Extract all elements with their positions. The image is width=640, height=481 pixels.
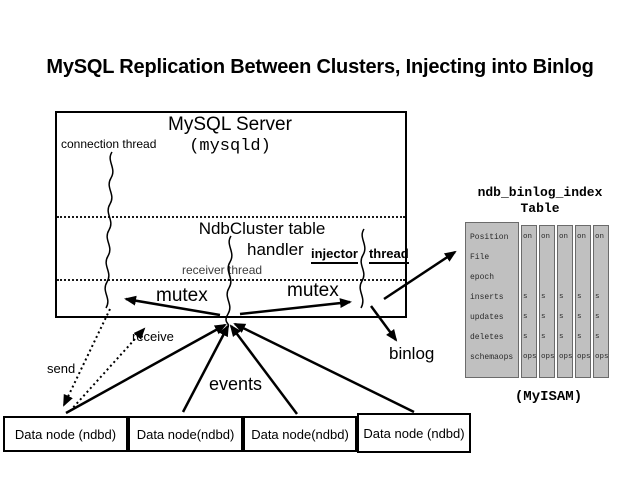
index-stack-cell: ops [559, 353, 572, 361]
index-stack-cell: s [541, 293, 546, 301]
index-stack-cell [576, 273, 590, 293]
data-node-4: Data node (ndbd) [357, 413, 471, 453]
index-stack-cell: s [559, 293, 564, 301]
connection-thread-label: connection thread [61, 137, 157, 151]
index-stack-cell: s [595, 313, 600, 321]
index-stack-strip: on s s s ops [593, 225, 609, 378]
index-stack-cell: s [595, 293, 600, 301]
events-arrow-node2 [181, 324, 230, 413]
binlog-index-table-title: ndb_binlog_index Table [462, 185, 618, 217]
receive-label: receive [132, 329, 174, 344]
data-node-1: Data node (ndbd) [3, 416, 128, 452]
events-arrow-node3 [229, 324, 298, 415]
index-stack-cell [540, 253, 554, 273]
index-stack-cell [576, 253, 590, 273]
index-table-row-label: schemaops [470, 353, 514, 362]
index-stack-cell: s [595, 333, 600, 341]
index-stack-cell [594, 273, 608, 293]
injector-thread-word1: injector [311, 246, 358, 264]
index-stack-cell: s [559, 333, 564, 341]
injector-thread-label: injector thread [311, 246, 409, 264]
index-table-row-label: deletes [470, 333, 504, 342]
binlog-index-table-title-line2: Table [520, 201, 560, 216]
data-node-2-label: Data node(ndbd) [136, 426, 235, 442]
index-stack-cell: s [523, 333, 528, 341]
index-stack-cell: ops [577, 353, 590, 361]
index-table-row-label: File [470, 253, 490, 262]
index-stack-cell: ops [595, 353, 608, 361]
server-section-divider-top [57, 216, 405, 218]
index-stack-cell [594, 253, 608, 273]
index-table-row-label: epoch [470, 273, 495, 282]
index-stack-strip: on s s s ops [539, 225, 555, 378]
binlog-label: binlog [389, 344, 435, 363]
ndbcluster-handler-title-line2: handler [247, 240, 304, 259]
index-stack-cell: s [523, 293, 528, 301]
index-stack-cell: s [559, 313, 564, 321]
server-section-divider-bottom [57, 279, 405, 281]
ndbcluster-handler-title-line1: NdbCluster table [198, 219, 326, 238]
events-arrow-node4 [233, 322, 415, 414]
index-stack-cell [558, 253, 572, 273]
index-stack-cell [522, 273, 536, 293]
index-stack-cell: s [577, 333, 582, 341]
storage-engine-label: (MyISAM) [514, 389, 583, 405]
server-title: MySQL Server [168, 114, 292, 135]
index-stack-strip: on s s s ops [521, 225, 537, 378]
index-table-row-label: updates [470, 313, 504, 322]
data-node-3-label: Data node(ndbd) [251, 426, 349, 442]
index-table-row-label: inserts [470, 293, 504, 302]
mutex-right-label: mutex [287, 280, 339, 301]
index-stack-cell [540, 273, 554, 293]
page-title: MySQL Replication Between Clusters, Inje… [46, 56, 594, 78]
index-stack-strip: on s s s ops [575, 225, 591, 378]
data-node-1-label: Data node (ndbd) [14, 426, 117, 442]
index-stack-cell: s [577, 293, 582, 301]
index-stack-cell: s [541, 313, 546, 321]
send-label: send [47, 361, 76, 376]
mutex-left-label: mutex [156, 285, 208, 306]
index-stack-cell: ops [523, 353, 536, 361]
index-stack-cell: on [559, 233, 569, 241]
server-process-name: (mysqld) [189, 137, 271, 156]
index-stack-cell: s [577, 313, 582, 321]
index-stack-cell: ops [541, 353, 554, 361]
index-stack-cell: s [541, 333, 546, 341]
index-stack-strip: on s s s ops [557, 225, 573, 378]
injector-thread-word2: thread [368, 246, 409, 264]
index-stack-cell: on [577, 233, 587, 241]
index-table-row-label: Position [470, 233, 509, 242]
index-stack-cell: on [541, 233, 551, 241]
binlog-index-table-title-line1: ndb_binlog_index [477, 185, 603, 200]
events-label: events [209, 374, 263, 394]
receiver-thread-label: receiver thread [182, 263, 263, 277]
index-stack-cell [558, 273, 572, 293]
send-arrow [63, 308, 111, 407]
data-node-4-label: Data node (ndbd) [363, 425, 465, 441]
index-stack-cell: on [595, 233, 605, 241]
data-node-2: Data node(ndbd) [128, 416, 243, 452]
index-stack-cell: s [523, 313, 528, 321]
index-stack-cell: on [523, 233, 533, 241]
index-stack-cell [522, 253, 536, 273]
data-node-3: Data node(ndbd) [243, 416, 357, 452]
